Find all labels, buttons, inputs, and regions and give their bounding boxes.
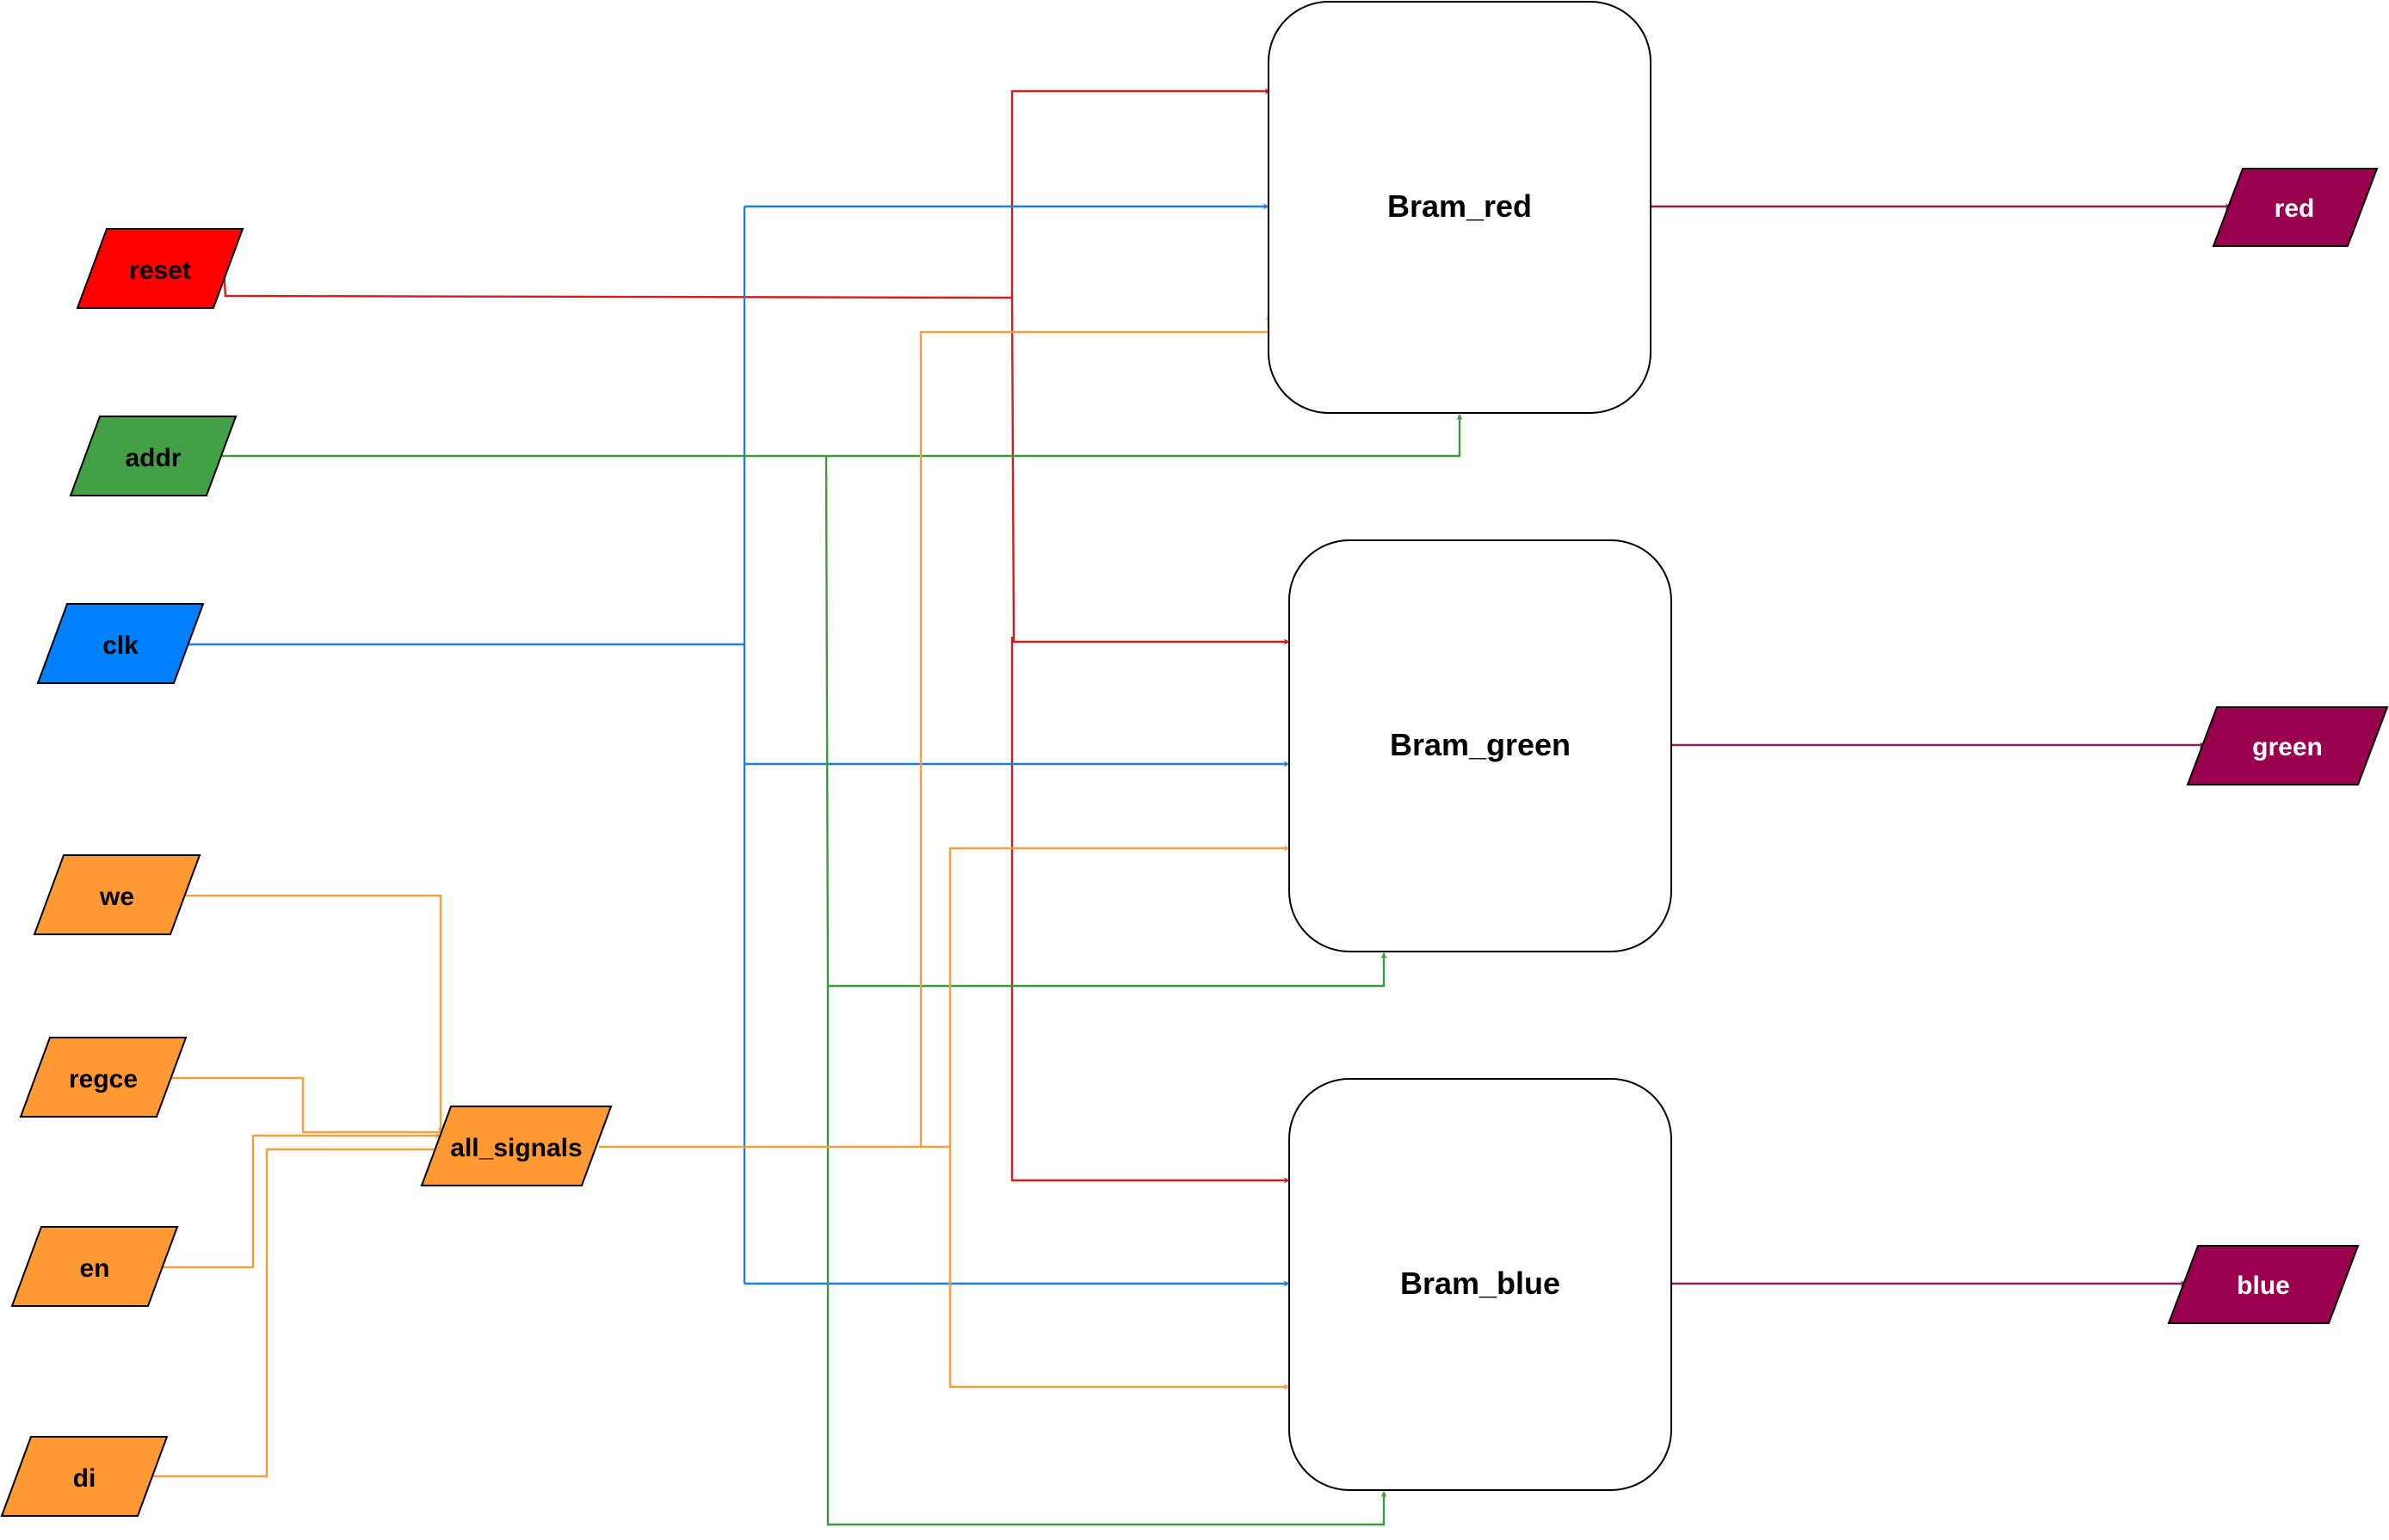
output-red-label: red [2275,194,2315,223]
reset-wires [222,88,1290,1184]
input-reset-label: reset [129,256,191,285]
output-red: red [2212,168,2379,247]
control-wires [153,314,1290,1478]
input-regce: regce [19,1037,188,1118]
block-bram-red-label: Bram_red [1387,188,1532,224]
input-di-label: di [73,1464,96,1493]
output-wires [1651,203,2232,1287]
block-bram-green-label: Bram_green [1390,727,1571,762]
clk-wires [184,203,1290,1287]
input-clk: clk [36,603,205,684]
block-bram-green: Bram_green [1288,539,1672,952]
addr-wires [219,414,1463,1526]
block-bram-blue: Bram_blue [1288,1078,1672,1491]
input-di: di [0,1436,169,1517]
input-we: we [33,854,201,935]
input-clk-label: clk [102,631,139,660]
input-we-label: we [99,883,134,911]
bus-all-signals: all_signals [420,1106,613,1186]
input-reset: reset [76,228,244,309]
output-blue: blue [2167,1245,2360,1324]
bus-all-signals-label: all_signals [450,1134,582,1162]
input-addr: addr [69,416,238,496]
output-green: green [2186,706,2389,785]
block-bram-red: Bram_red [1268,1,1651,414]
input-en-label: en [79,1254,109,1283]
output-green-label: green [2252,733,2323,761]
input-regce-label: regce [69,1065,138,1093]
output-blue-label: blue [2237,1272,2290,1300]
input-en: en [10,1226,179,1307]
input-addr-label: addr [125,444,181,472]
block-bram-blue-label: Bram_blue [1400,1266,1560,1301]
